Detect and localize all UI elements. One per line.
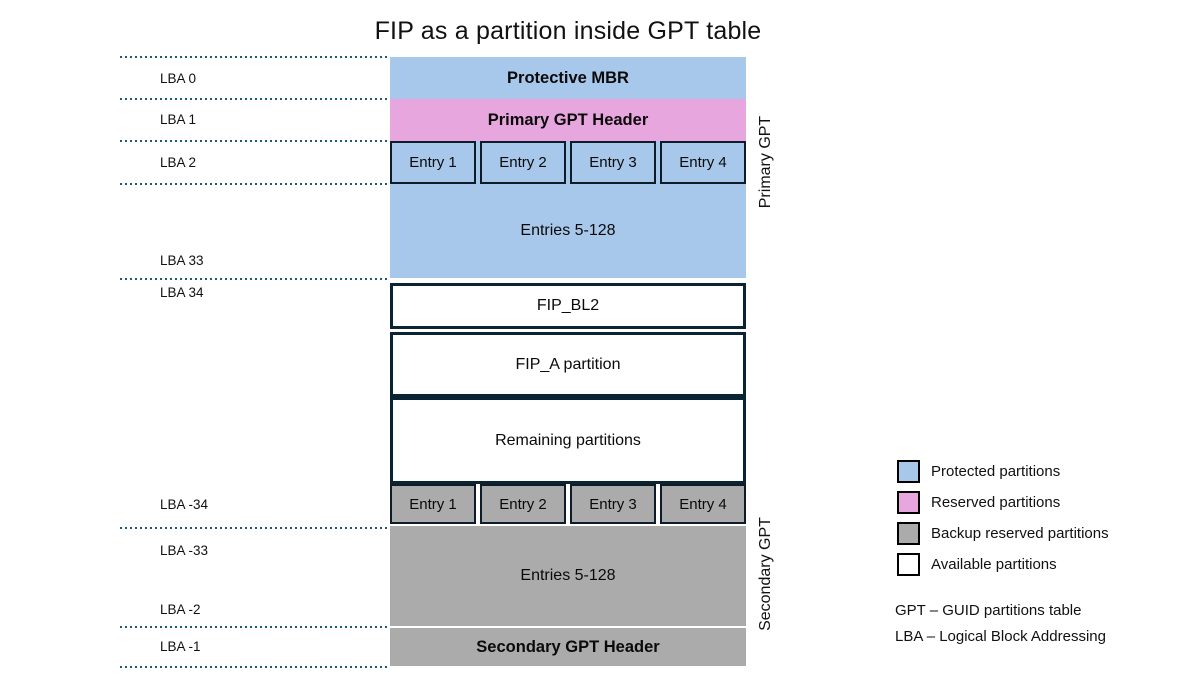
dotted-line xyxy=(120,98,390,100)
note-lba: LBA – Logical Block Addressing xyxy=(895,628,1106,645)
dotted-line xyxy=(120,278,390,280)
legend-row-backup: Backup reserved partitions xyxy=(897,522,1109,545)
dotted-line xyxy=(120,666,390,668)
dotted-line xyxy=(120,140,390,142)
legend-label-available: Available partitions xyxy=(931,556,1057,573)
block-primary-gpt-header: Primary GPT Header xyxy=(390,99,746,141)
secondary-entry-2: Entry 2 xyxy=(480,484,566,524)
dotted-line xyxy=(120,183,390,185)
legend-swatch-available xyxy=(897,553,920,576)
block-fip-a-partition: FIP_A partition xyxy=(390,332,746,397)
secondary-entry-4: Entry 4 xyxy=(660,484,746,524)
legend-swatch-protected xyxy=(897,460,920,483)
legend-label-protected: Protected partitions xyxy=(931,463,1061,480)
dotted-line xyxy=(120,527,390,529)
lba-label-m34: LBA -34 xyxy=(160,497,209,512)
diagram-title: FIP as a partition inside GPT table xyxy=(374,17,762,45)
lba-label-2: LBA 2 xyxy=(160,155,197,170)
lba-label-0: LBA 0 xyxy=(160,71,197,86)
primary-entry-2: Entry 2 xyxy=(480,141,566,184)
lba-label-33: LBA 33 xyxy=(160,253,204,268)
lba-label-m33: LBA -33 xyxy=(160,543,209,558)
side-label-primary-gpt: Primary GPT xyxy=(757,115,774,209)
legend-swatch-backup xyxy=(897,522,920,545)
secondary-entry-1: Entry 1 xyxy=(390,484,476,524)
secondary-entry-row: Entry 1 Entry 2 Entry 3 Entry 4 xyxy=(390,484,746,524)
lba-label-m1: LBA -1 xyxy=(160,639,201,654)
lba-label-34: LBA 34 xyxy=(160,285,204,300)
legend-row-protected: Protected partitions xyxy=(897,460,1109,483)
primary-entry-row: Entry 1 Entry 2 Entry 3 Entry 4 xyxy=(390,141,746,184)
legend: Protected partitions Reserved partitions… xyxy=(897,460,1109,576)
note-gpt: GPT – GUID partitions table xyxy=(895,602,1082,619)
block-fip-bl2: FIP_BL2 xyxy=(390,283,746,329)
legend-row-reserved: Reserved partitions xyxy=(897,491,1109,514)
legend-label-backup: Backup reserved partitions xyxy=(931,525,1109,542)
lba-label-1: LBA 1 xyxy=(160,112,197,127)
dotted-line xyxy=(120,626,390,628)
block-remaining-partitions: Remaining partitions xyxy=(390,397,746,484)
block-primary-entries-rest: Entries 5-128 xyxy=(390,184,746,278)
primary-entry-3: Entry 3 xyxy=(570,141,656,184)
block-protective-mbr: Protective MBR xyxy=(390,57,746,99)
block-secondary-entries-rest: Entries 5-128 xyxy=(390,526,746,626)
side-label-secondary-gpt: Secondary GPT xyxy=(757,517,774,631)
primary-entry-1: Entry 1 xyxy=(390,141,476,184)
legend-swatch-reserved xyxy=(897,491,920,514)
block-secondary-gpt-header: Secondary GPT Header xyxy=(390,628,746,666)
lba-label-m2: LBA -2 xyxy=(160,602,201,617)
legend-row-available: Available partitions xyxy=(897,553,1109,576)
secondary-entry-3: Entry 3 xyxy=(570,484,656,524)
primary-entry-4: Entry 4 xyxy=(660,141,746,184)
dotted-line xyxy=(120,56,390,58)
legend-label-reserved: Reserved partitions xyxy=(931,494,1061,511)
